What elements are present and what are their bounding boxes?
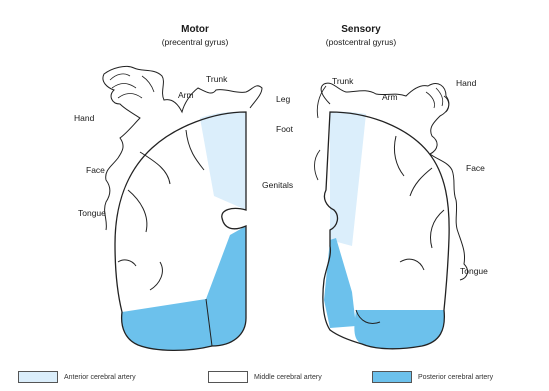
motor-label-face: Face [86, 165, 105, 175]
sensory-label-hand: Hand [456, 78, 476, 88]
motor-label-tongue: Tongue [78, 208, 106, 218]
legend-item-middle: Middle cerebral artery [208, 370, 322, 384]
sensory-label-face: Face [466, 163, 485, 173]
sensory-label-tongue: Tongue [460, 266, 488, 276]
sensory-homunculus-leg [315, 86, 327, 180]
motor-label-trunk: Trunk [206, 74, 227, 84]
legend-label-middle: Middle cerebral artery [254, 374, 322, 381]
sensory-label-trunk: Trunk [332, 76, 353, 86]
legend-label-anterior: Anterior cerebral artery [64, 374, 136, 381]
motor-homunculus-fingers [110, 74, 154, 98]
legend-item-anterior: Anterior cerebral artery [18, 370, 136, 384]
sensory-hemisphere [315, 83, 468, 349]
legend-swatch-posterior [372, 371, 412, 383]
sensory-label-arm: Arm [382, 92, 398, 102]
legend-swatch-anterior [18, 371, 58, 383]
motor-label-arm: Arm [178, 90, 194, 100]
legend-item-posterior: Posterior cerebral artery [372, 370, 493, 384]
sensory-label-leg: Leg [276, 94, 290, 104]
legend-swatch-middle [208, 371, 248, 383]
motor-hemisphere [103, 66, 262, 350]
legend-label-posterior: Posterior cerebral artery [418, 374, 493, 381]
sensory-label-genitals: Genitals [262, 180, 293, 190]
sensory-label-foot: Foot [276, 124, 293, 134]
motor-label-hand: Hand [74, 113, 94, 123]
